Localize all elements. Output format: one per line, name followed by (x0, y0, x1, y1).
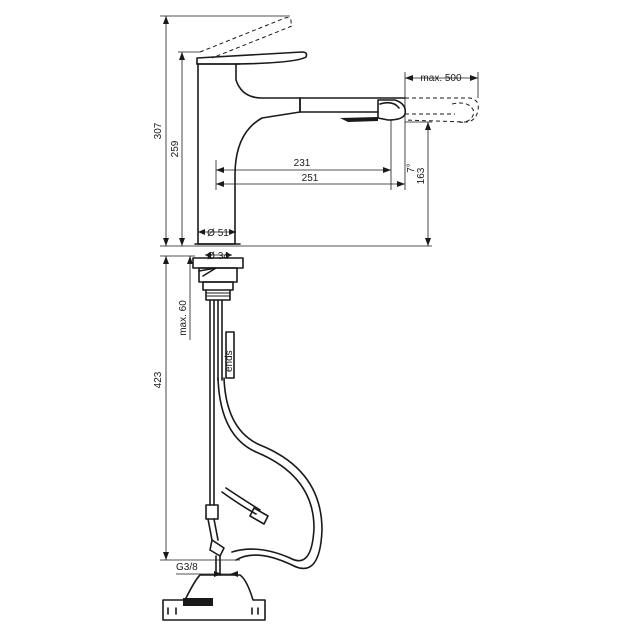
label-231: 231 (294, 158, 311, 169)
lever (196, 51, 308, 65)
body-outline (197, 63, 301, 245)
label-max-60: max. 60 (178, 300, 189, 336)
label-423: 423 (153, 371, 164, 388)
hose-connector-tube-2 (225, 487, 261, 511)
thread-top (202, 281, 234, 291)
label-diameter-34: Ø 34 (207, 251, 229, 262)
pullout-outline (404, 97, 479, 123)
spray-head-detail (379, 101, 400, 109)
label-163: 163 (416, 167, 427, 184)
tube-connector (209, 539, 225, 557)
spray-nozzle (340, 117, 378, 122)
hose-connector-tube (221, 491, 257, 515)
dimension-labels: 307 259 163 231 251 max. 500 Ø 51 Ø 34 m… (153, 73, 462, 573)
faucet-body (194, 17, 479, 245)
dimension-lines (160, 15, 479, 577)
dim-34-arrows (205, 252, 232, 258)
label-307: 307 (153, 122, 164, 139)
g38-arrows (214, 571, 238, 577)
label-g38: G3/8 (176, 562, 198, 573)
dim-60-arrow (187, 256, 193, 264)
hose-connector (249, 507, 269, 525)
mounting-assembly: ends (162, 257, 323, 621)
tube-lower-2 (213, 518, 219, 541)
tube-lower (207, 518, 213, 541)
lever-raised-outline (199, 17, 293, 59)
hose-loop-outer (223, 377, 323, 570)
label-angle: 7° (406, 163, 417, 173)
thread (205, 289, 231, 301)
hose-weight (162, 574, 266, 621)
label-259: 259 (170, 140, 181, 157)
hose-guide (225, 331, 235, 379)
tube-end-fitting (205, 504, 219, 520)
weight-details (167, 607, 259, 615)
label-max-500: max. 500 (420, 73, 462, 84)
dim-500-arrows (405, 75, 478, 81)
label-251: 251 (302, 173, 319, 184)
weight-slot (183, 598, 213, 606)
hose-guide-label: ends (224, 350, 235, 372)
label-diameter-51: Ø 51 (207, 228, 229, 239)
pullout-head-outline (451, 102, 475, 123)
nut-detail (198, 267, 217, 277)
hose-loop-inner (217, 377, 315, 562)
